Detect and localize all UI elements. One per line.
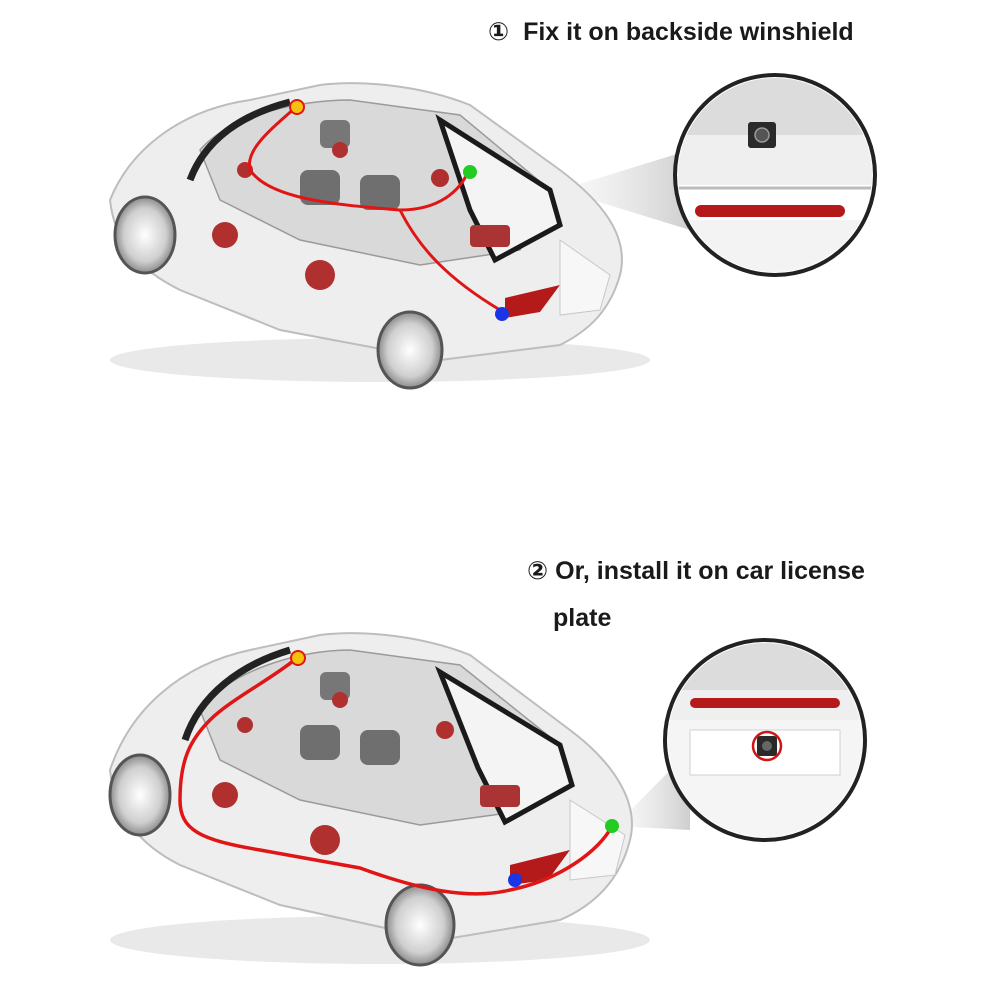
step2-text-line1: Or, install it on car license [555,557,865,585]
front-wheel [108,753,172,837]
marker-yellow [290,650,306,666]
step2-text-line2: plate [553,604,612,632]
marker-yellow [289,99,305,115]
speaker [310,825,340,855]
step1-text: Fix it on backside winshield [523,18,854,46]
step1-number: ① [488,18,510,46]
rear-wheel [384,883,456,967]
trunk [559,239,611,316]
seat [300,170,340,205]
rear-windshield [435,114,563,264]
car-illustration-2 [108,632,867,967]
car-illustration-1 [108,73,877,390]
tail-light [505,285,560,318]
speaker [212,222,238,248]
speaker [212,782,238,808]
front-windshield [186,98,291,182]
rear-wheel [376,310,444,390]
seat [320,120,350,148]
front-windshield [181,646,292,742]
tail-light [510,850,570,885]
front-wheel [113,195,177,275]
speaker [431,169,449,187]
diagram-panel-2 [0,600,1001,1000]
zoom-beam [560,150,690,230]
magnifier-circle [673,73,877,277]
speaker [332,692,348,708]
subwoofer [480,785,520,807]
marker-green [463,165,477,179]
rear-windshield [434,665,575,826]
step1-caption: ① Fix it on backside winshield [488,17,854,47]
camera-wire [178,656,614,896]
speaker [237,717,253,733]
speaker [305,260,335,290]
camera-wire [247,106,501,312]
step2-caption-line2: plate [553,604,611,633]
step2-caption: ② Or, install it on car license [527,556,865,586]
step2-number: ② [527,557,549,585]
seat [300,725,340,760]
speaker [436,721,454,739]
diagram-panel-1 [0,60,1001,400]
speaker [332,142,348,158]
magnifier-circle [663,638,867,842]
rear-camera-icon [748,122,776,148]
rear-camera-icon [751,730,783,762]
seat [360,175,400,210]
marker-green [605,819,619,833]
marker-blue [508,873,522,887]
seat [360,730,400,765]
marker-blue [495,307,509,321]
subwoofer [470,225,510,247]
